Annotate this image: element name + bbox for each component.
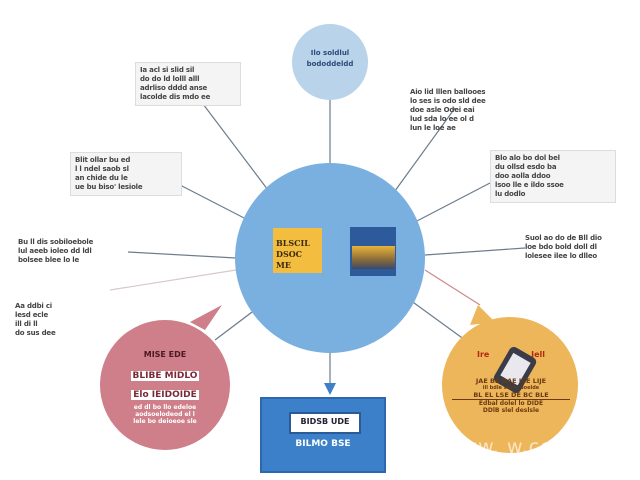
pink-node-line: lele bo deioeoe sle bbox=[133, 418, 197, 425]
pink-node-circle bbox=[100, 320, 230, 450]
orange-node-line: JAE BE DAE ICE LIJE bbox=[475, 377, 547, 385]
pink-node-line: BLIBE MIDLO bbox=[130, 371, 200, 381]
pink-node-title: MISE EDE bbox=[143, 350, 187, 359]
orange-node-line: BL EL LSE DE BC BLE bbox=[452, 391, 570, 400]
connector-top-left bbox=[199, 99, 269, 191]
callout-left: Bu ll dis sobiloebole lul aeeb ioleo dd … bbox=[18, 238, 94, 264]
callout-far-left: Aa ddbi ci lesd ecle ill di ll do sus de… bbox=[15, 302, 56, 337]
callout-top-right: Aio lid lllen ballooes lo ses is odo sld… bbox=[410, 88, 486, 132]
connector-far-right bbox=[424, 247, 526, 256]
orange-node-content: Ire Iell JAE BE DAE ICE LIJE ill bdle sd… bbox=[452, 350, 570, 414]
orange-node-title-left: Ire bbox=[477, 350, 490, 359]
orange-node-line: ill bdle sdosl doelde bbox=[482, 385, 540, 391]
arrow-down-icon bbox=[324, 383, 336, 395]
pink-node-line: Elo IEIDOIDE bbox=[131, 390, 199, 400]
phone-icon bbox=[493, 347, 537, 393]
orange-bubble-tail bbox=[470, 305, 495, 325]
callout-mid-left: Blit ollar bu ed l l ndel saob sl an chi… bbox=[70, 152, 182, 196]
connector-orange-upper bbox=[424, 269, 481, 306]
connector-top-right bbox=[391, 107, 456, 196]
connector-far-left bbox=[109, 269, 237, 291]
connector-right bbox=[414, 182, 491, 223]
orange-node-line: Edbal dolel lo DIDE bbox=[478, 400, 544, 407]
center-yellow-card: BLSCIL DSOC ME bbox=[273, 228, 322, 273]
pink-node-line: aodsoelodeod el l bbox=[135, 411, 195, 418]
callout-far-right: Suol ao do de Bll dio loe bdo bold doll … bbox=[525, 234, 602, 260]
connector-left bbox=[127, 251, 237, 259]
connector-orange bbox=[409, 299, 466, 341]
connector-mid-left bbox=[179, 184, 249, 221]
bottom-blue-card: BIDSB UDE BILMO BSE bbox=[260, 397, 386, 473]
top-node-text: Ilo soldlul bododdeldd bbox=[306, 49, 354, 68]
orange-node-title-right: Iell bbox=[531, 350, 545, 359]
bottom-card-title: BIDSB UDE bbox=[289, 412, 361, 434]
callout-right: Blo alo bo dol bel du ollsd esdo ba doo … bbox=[490, 150, 616, 203]
center-photo bbox=[350, 227, 396, 276]
orange-node-line: DDlB slel deslsle bbox=[482, 407, 540, 414]
top-node-circle bbox=[292, 24, 368, 100]
watermark: www. w.com bbox=[445, 436, 573, 458]
bottom-card-subtitle: BILMO BSE bbox=[295, 439, 351, 449]
pink-node-line: ed dl bo llo edeloe bbox=[133, 404, 197, 411]
center-circle bbox=[235, 163, 425, 353]
pink-node-content: MISE EDE BLIBE MIDLO Elo IEIDOIDE ed dl … bbox=[112, 350, 218, 425]
callout-top-left: Ia acl si slid sil do do ld lolll alll a… bbox=[135, 62, 241, 106]
pink-bubble-tail bbox=[190, 305, 222, 330]
